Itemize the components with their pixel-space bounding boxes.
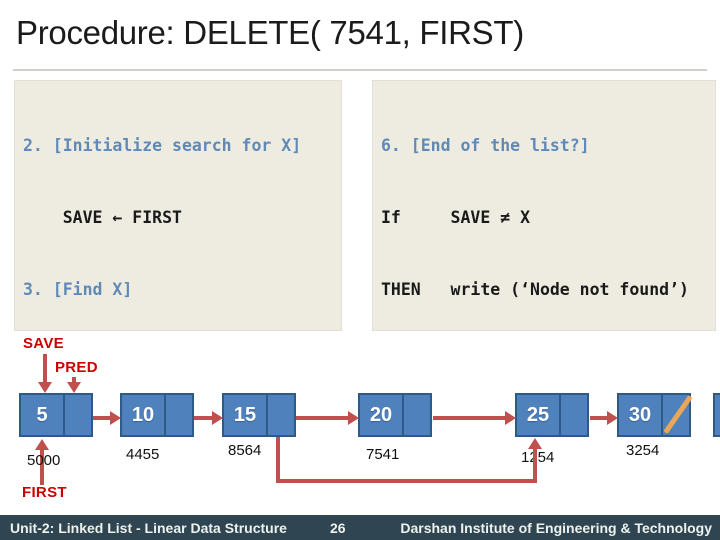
node-value-cell: 5 [36, 403, 48, 426]
first-arrow [35, 439, 49, 485]
node-address: 1254 [521, 449, 555, 466]
node-link-cell [266, 395, 294, 435]
node-address: 7541 [366, 446, 400, 463]
node-value-cell: 10 [131, 403, 155, 426]
pred-arrow [67, 377, 81, 393]
node-5: 5 [19, 393, 93, 437]
node-20: 20 [358, 393, 432, 437]
node-link-cell [63, 395, 91, 435]
footer-bar: Unit-2: Linked List - Linear Data Struct… [0, 515, 720, 540]
next-arrow-25-30 [590, 411, 618, 425]
code-box-right: 6. [End of the list?] If SAVE ≠ X THEN w… [372, 80, 716, 331]
next-arrow-10-15 [194, 411, 223, 425]
node-address: 5000 [27, 452, 61, 469]
node-value-cell: 15 [233, 403, 257, 426]
node-value-cell: 20 [369, 403, 393, 426]
code-line: If SAVE ≠ X [381, 208, 531, 227]
node-address: 8564 [228, 442, 262, 459]
footer-page-number: 26 [330, 519, 346, 536]
next-arrow-20-25 [433, 411, 516, 425]
bypass-arrow-horizontal-segment [276, 479, 537, 483]
save-arrow [38, 354, 52, 393]
page-title: Procedure: DELETE( 7541, FIRST) [16, 14, 524, 51]
node-address: 3254 [626, 442, 660, 459]
node-link-cell [164, 395, 192, 435]
node-25: 25 [515, 393, 589, 437]
node-10: 10 [120, 393, 194, 437]
node-30: 30 [617, 393, 693, 437]
code-line: THEN write (‘Node not found’) [381, 280, 689, 299]
pred-pointer-label: PRED [55, 359, 98, 376]
save-pointer-label: SAVE [23, 335, 64, 352]
code-box-left: 2. [Initialize search for X] SAVE ← FIRS… [14, 80, 342, 331]
node-address: 4455 [126, 446, 160, 463]
bypass-arrow-down-segment [276, 437, 280, 483]
first-pointer-label: FIRST [22, 484, 67, 501]
code-line: 3. [Find X] [23, 280, 133, 299]
code-line: 6. [End of the list?] [381, 136, 590, 155]
node-link-cell [402, 395, 430, 435]
next-arrow-5-10 [93, 411, 121, 425]
null-slash-icon [663, 395, 693, 434]
code-line: 2. [Initialize search for X] [23, 136, 302, 155]
title-divider [13, 69, 707, 71]
partial-node-edge [713, 393, 720, 437]
bypass-arrow-up-segment [528, 438, 542, 483]
footer-institute-text: Darshan Institute of Engineering & Techn… [400, 519, 712, 536]
node-15: 15 [222, 393, 296, 437]
footer-unit-text: Unit-2: Linked List - Linear Data Struct… [10, 519, 287, 536]
next-arrow-15-20 [296, 411, 359, 425]
code-line: SAVE ← FIRST [23, 208, 182, 227]
node-link-cell [559, 395, 587, 435]
node-value-cell: 30 [628, 403, 652, 426]
node-value-cell: 25 [526, 403, 550, 426]
node-link-cell [661, 395, 693, 435]
